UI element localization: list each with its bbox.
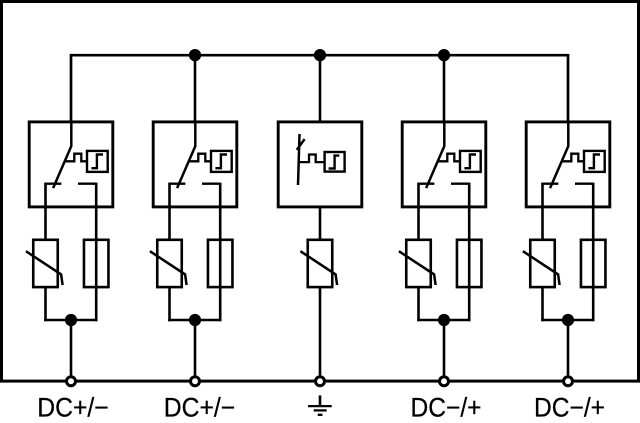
svg-text:DC+/−: DC+/− [37, 393, 109, 423]
svg-text:DC−/+: DC−/+ [534, 393, 605, 423]
svg-text:DC+/−: DC+/− [164, 393, 236, 423]
svg-text:DC−/+: DC−/+ [411, 393, 482, 423]
